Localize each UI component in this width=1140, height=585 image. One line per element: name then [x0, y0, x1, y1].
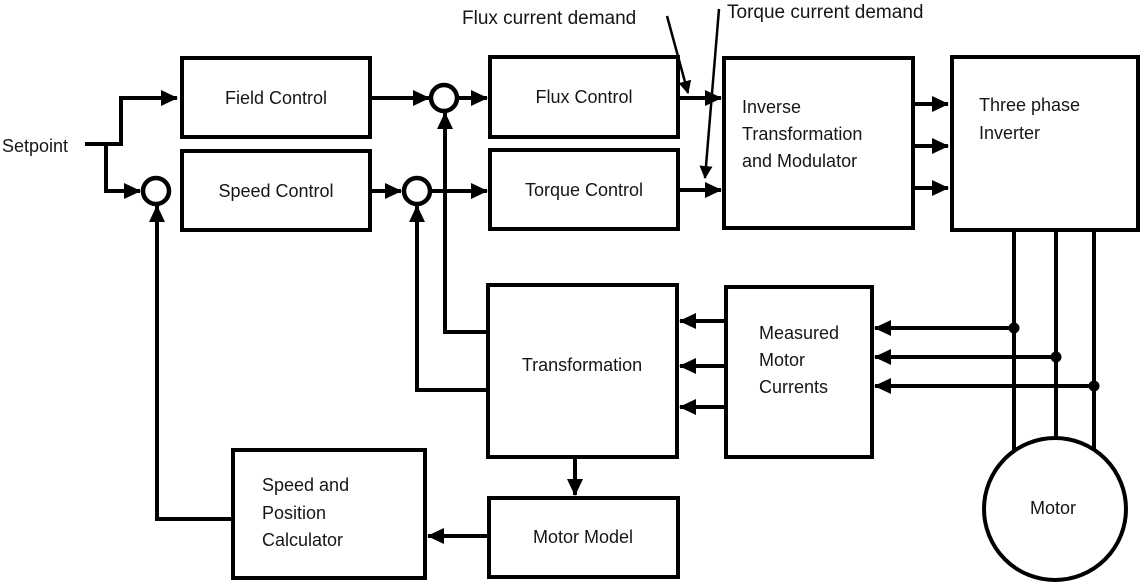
inverse-transformation-block [722, 56, 915, 230]
wires [85, 8, 1096, 544]
motor-label: Motor [1030, 498, 1076, 518]
measured-motor-currents-block [724, 285, 874, 459]
wire-transformation-to-torque-sum [409, 205, 488, 392]
measured-motor-currents-label-line2: Motor [759, 350, 805, 370]
junction-dots [1008, 322, 1100, 392]
flux-current-demand-label: Flux current demand [462, 8, 636, 29]
speed-position-calculator-label-line1: Speed and [262, 475, 349, 495]
setpoint-label: Setpoint [2, 136, 68, 156]
wire-setpoint-to-field-control [85, 90, 178, 146]
diagram-text: Setpoint Flux current demand Torque curr… [2, 2, 1080, 550]
inverse-transformation-label-line2: Transformation [742, 124, 862, 144]
torque-control-block [488, 148, 680, 231]
speed-summing-junction [140, 175, 172, 207]
speed-position-calculator-label-line2: Position [262, 503, 326, 523]
motor-model-label: Motor Model [533, 527, 633, 547]
inverse-transformation-label-line3: and Modulator [742, 151, 857, 171]
three-phase-inverter-block [950, 55, 1140, 232]
transformation-block [486, 283, 679, 459]
measured-motor-currents-label-line3: Currents [759, 377, 828, 397]
field-control-block [180, 56, 372, 139]
speed-position-calculator-block [231, 448, 427, 580]
motor-model-block [487, 496, 680, 579]
field-control-label: Field Control [225, 88, 327, 108]
wire-setpoint-to-speed-sum [104, 144, 141, 199]
flux-control-label: Flux Control [535, 87, 632, 107]
three-phase-inverter-label-line1: Three phase [979, 95, 1080, 115]
wire-transformation-to-flux-sum [437, 112, 488, 334]
flux-demand-pointer-arrow [665, 15, 692, 94]
flux-control-block [488, 55, 680, 139]
speed-control-block [180, 149, 372, 232]
blocks [180, 55, 1140, 582]
phase-a-tap-dot [1008, 322, 1020, 334]
measured-motor-currents-label-line1: Measured [759, 323, 839, 343]
inverse-transformation-label-line1: Inverse [742, 97, 801, 117]
torque-demand-pointer-arrow [699, 8, 721, 179]
wire-calculator-to-speed-sum [149, 205, 233, 521]
phase-c-tap-dot [1088, 380, 1100, 392]
speed-control-label: Speed Control [218, 181, 333, 201]
summing-junctions [140, 82, 460, 207]
phase-b-tap-dot [1050, 351, 1062, 363]
torque-summing-junction [401, 175, 433, 207]
speed-position-calculator-label-line3: Calculator [262, 530, 343, 550]
three-phase-inverter-label-line2: Inverter [979, 123, 1040, 143]
flux-summing-junction [428, 82, 460, 114]
torque-current-demand-label: Torque current demand [727, 2, 923, 23]
transformation-label: Transformation [522, 355, 642, 375]
torque-control-label: Torque Control [525, 180, 643, 200]
motor-circle [982, 436, 1128, 582]
